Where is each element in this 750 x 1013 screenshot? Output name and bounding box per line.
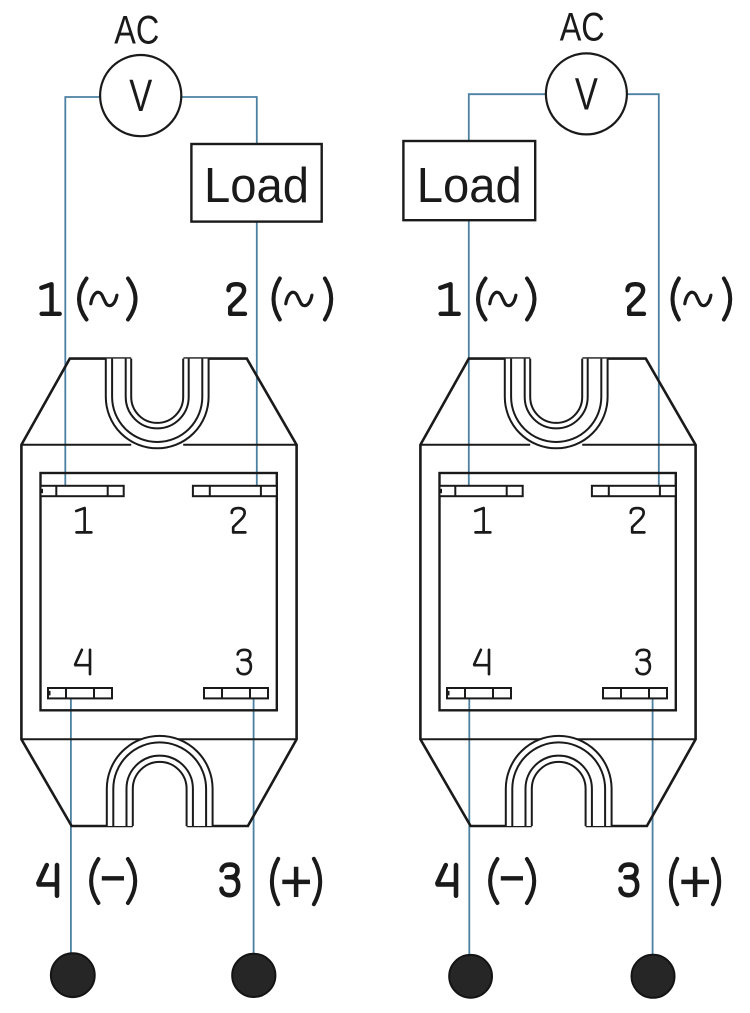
svg-text:AC: AC (114, 9, 159, 53)
svg-text:Load: Load (204, 159, 309, 213)
svg-text:AC: AC (560, 6, 605, 50)
svg-text:V: V (129, 70, 152, 121)
svg-text:Load: Load (417, 159, 522, 213)
svg-text:V: V (575, 69, 598, 120)
